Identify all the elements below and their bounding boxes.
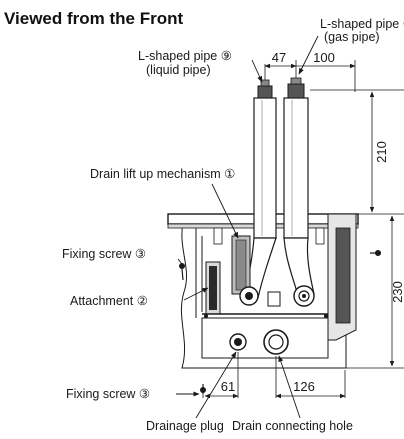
dim-47: 47 [272,50,286,65]
label-fixing-screw-bottom: Fixing screw ③ [66,387,150,401]
dim-61: 61 [221,379,235,394]
liquid-pipe [243,79,277,299]
right-side-block [335,227,351,324]
label-fixing-screw-top: Fixing screw ③ [62,247,146,261]
drain-connecting-hole [263,329,289,355]
dimension-lines [202,60,404,399]
dim-230: 230 [390,281,404,303]
leader-lines [176,35,319,419]
gas-pipe [283,77,315,297]
label-drain-lift: Drain lift up mechanism ① [90,167,235,181]
pipe-fittings [239,285,315,307]
label-gas-pipe-1: L-shaped pipe ⑩ [320,17,404,31]
dim-126: 126 [293,379,315,394]
label-liquid-pipe-2: (liquid pipe) [146,63,211,77]
dim-210: 210 [374,141,389,163]
label-gas-pipe-2: (gas pipe) [324,30,380,44]
fixing-screw-top-part [179,263,185,281]
dim-100: 100 [313,50,335,65]
label-drain-connecting-hole: Drain connecting hole [232,419,353,433]
label-liquid-pipe-1: L-shaped pipe ⑨ [138,49,232,63]
right-screw [370,250,381,256]
drain-lift-mechanism [231,235,251,295]
fixing-screw-bottom-part [200,384,206,394]
label-attachment: Attachment ② [70,294,148,308]
label-drainage-plug: Drainage plug [146,419,224,433]
drain-pan [201,314,329,359]
diagram-title: Viewed from the Front [4,9,183,28]
